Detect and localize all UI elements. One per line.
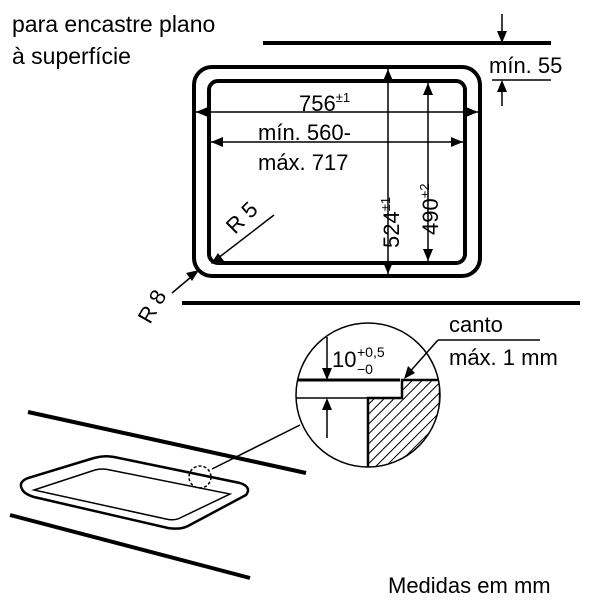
detail-connector-line (211, 424, 301, 470)
radius-inner-leader (212, 214, 275, 263)
recess-arrowhead-top (322, 368, 332, 380)
perspective-worktop-front-edge (9, 513, 251, 580)
recess-tol-lower: −0 (357, 361, 373, 377)
radius-outer-arrow (186, 270, 199, 281)
edge-leader-arrow (404, 366, 415, 379)
radius-outer-label: R 8 (133, 285, 172, 327)
width-inner-arrow-right (451, 137, 463, 147)
units-note: Medidas em mm (388, 573, 551, 598)
edge-label-line-2: máx. 1 mm (449, 345, 558, 370)
inner-cutout-outline (207, 79, 467, 265)
depth-inner-label: 490+2 (417, 183, 443, 235)
min-depth-label: mín. 55 (489, 53, 562, 78)
recess-arrowhead-bottom (322, 398, 332, 410)
perspective-worktop-back-edge (27, 410, 307, 475)
radius-inner-label: R 5 (221, 197, 263, 239)
width-outer-arrow-left (196, 107, 208, 117)
radius-inner-arrow (211, 253, 224, 264)
depth-outer-arrow-top (383, 69, 393, 81)
outer-cutout-outline (192, 65, 482, 278)
edge-label-line-1: canto (449, 312, 503, 337)
width-outer-arrow-right (466, 107, 478, 117)
width-inner-min-label: mín. 560- (258, 120, 351, 145)
edge-leader (406, 339, 439, 376)
width-inner-max-label: máx. 717 (258, 150, 349, 175)
width-outer-label: 756±1 (299, 90, 350, 116)
recess-label: 10 (332, 347, 356, 372)
heading-line-2: à superfície (12, 43, 131, 69)
depth-inner-arrow-bottom (423, 249, 433, 261)
heading-line-1: para encastre plano (12, 11, 215, 37)
recess-tol-upper: +0,5 (357, 344, 385, 360)
depth-outer-arrow-bottom (383, 262, 393, 274)
min-depth-arrowhead-top (497, 31, 507, 43)
width-inner-arrow-left (211, 137, 223, 147)
min-depth-arrowhead-bottom (497, 80, 507, 92)
perspective-cutout-outer (19, 454, 250, 530)
perspective-cutout-inner (31, 468, 233, 521)
depth-outer-label: 524±1 (378, 197, 404, 248)
depth-inner-arrow-top (423, 83, 433, 95)
